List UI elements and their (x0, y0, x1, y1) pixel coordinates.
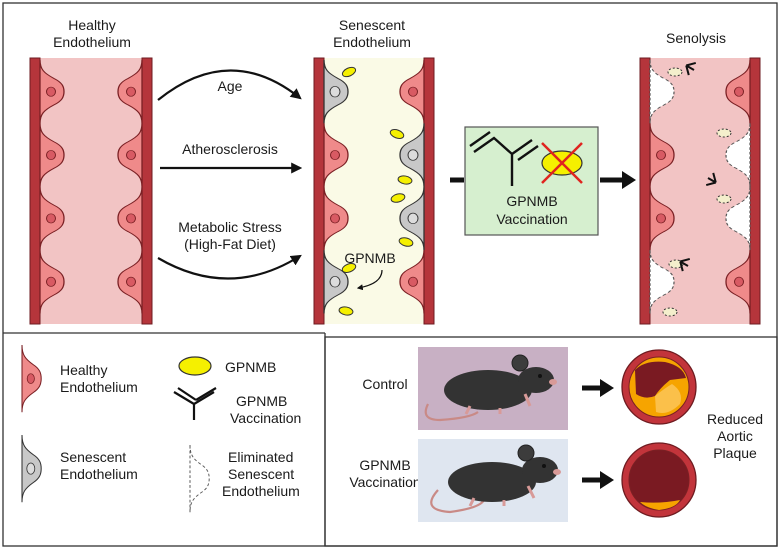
senescent-wall-left (313, 57, 325, 325)
healthy-wall-right (141, 57, 153, 325)
legend-eliminated-line1: Eliminated (228, 449, 293, 465)
vaccination-aorta (621, 442, 697, 518)
metabolic-arrow (157, 254, 302, 280)
legend-gpnmb-icon (178, 356, 212, 376)
control-aorta (621, 349, 697, 425)
legend-healthy-line1: Healthy (60, 362, 107, 378)
vaccination-box-line1: GPNMB (506, 193, 557, 209)
legend-eliminated-line2: Senescent (228, 466, 294, 482)
legend-healthy-line2: Endothelium (60, 379, 138, 395)
gpnmb-callout-arrow (356, 269, 383, 291)
gpnmb-callout-label: GPNMB (344, 250, 395, 266)
senescent-title-line1: Senescent (339, 17, 405, 33)
transition-arrows: Age Atherosclerosis Metabolic Stress (Hi… (157, 69, 303, 280)
legend-vaccination-line2: Vaccination (230, 410, 301, 426)
senolysis-vessel: Senolysis (639, 30, 761, 325)
healthy-wall-left (29, 57, 41, 325)
metabolic-label-line2: (High-Fat Diet) (184, 236, 276, 252)
atherosclerosis-label: Atherosclerosis (182, 141, 278, 157)
results-frame (324, 336, 778, 547)
outcome-line2: Aortic (717, 428, 753, 444)
senescent-title-line2: Endothelium (333, 34, 411, 50)
vaccination-mouse (430, 444, 561, 514)
healthy-title-line1: Healthy (68, 17, 115, 33)
control-mouse (424, 354, 557, 422)
age-label: Age (218, 78, 243, 94)
healthy-vessel: Healthy Endothelium (29, 17, 153, 325)
healthy-title-line2: Endothelium (53, 34, 131, 50)
results: Control GPNMB Vaccination (349, 347, 763, 522)
legend: Healthy Endothelium Senescent Endotheliu… (21, 344, 301, 513)
vaccination-label-line1: GPNMB (359, 457, 410, 473)
outcome-line3: Plaque (713, 445, 757, 461)
senolysis-wall-left (639, 57, 651, 325)
legend-senescent-line1: Senescent (60, 449, 126, 465)
antibody-icon (473, 136, 533, 186)
legend-vaccination-icon (173, 387, 217, 420)
gpnmb-markers (338, 66, 414, 316)
vaccination-step: GPNMB Vaccination (450, 126, 636, 236)
vaccination-box (464, 126, 599, 236)
cross-icon (541, 142, 583, 184)
senescent-wall-right (423, 57, 435, 325)
eliminated-gpnmb-markers (662, 67, 732, 317)
legend-divider (3, 332, 326, 546)
senolysis-wall-right (749, 57, 761, 325)
vaccination-box-line2: Vaccination (496, 211, 567, 227)
legend-gpnmb-label: GPNMB (225, 359, 276, 375)
legend-eliminated-line3: Endothelium (222, 483, 300, 499)
metabolic-label-line1: Metabolic Stress (178, 219, 281, 235)
vaccination-label-line2: Vaccination (349, 474, 420, 490)
age-arrow (157, 69, 302, 101)
control-label: Control (362, 376, 407, 392)
legend-vaccination-line1: GPNMB (236, 393, 287, 409)
legend-senescent-line2: Endothelium (60, 466, 138, 482)
senolysis-title: Senolysis (666, 30, 726, 46)
outcome-line1: Reduced (707, 411, 763, 427)
senescent-vessel: Senescent Endothelium GPNMB (313, 17, 435, 325)
